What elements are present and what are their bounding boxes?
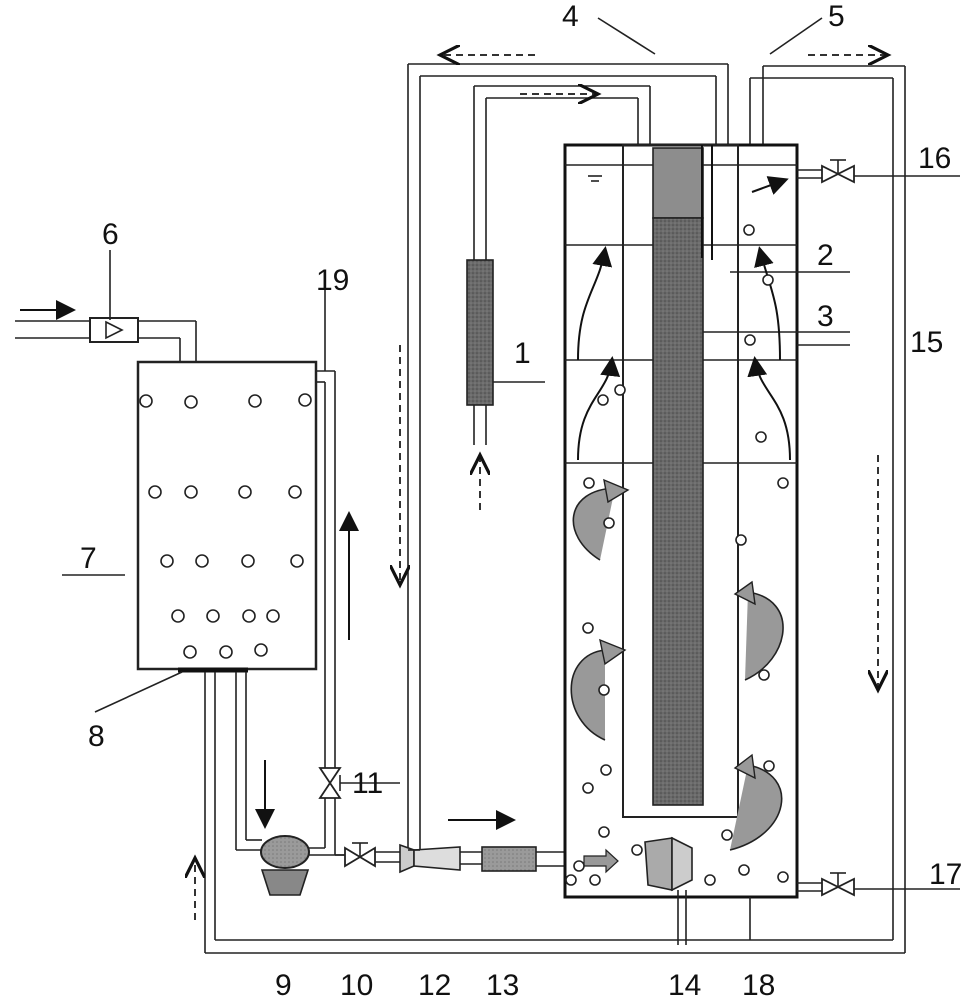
label-11: 11 [352, 767, 383, 800]
circulation-arrows [570, 478, 784, 874]
tank-7 [136, 360, 318, 671]
flowmeter-6 [89, 317, 139, 343]
labels: 1 2 3 4 5 6 7 8 9 10 11 12 13 14 15 16 1… [80, 0, 962, 999]
label-9: 9 [275, 969, 292, 999]
valve-11 [318, 767, 400, 855]
reactor-bubbles [565, 224, 789, 886]
label-16: 16 [918, 142, 951, 175]
valve-16 [797, 159, 960, 184]
label-6: 6 [102, 218, 119, 251]
label-15: 15 [910, 326, 943, 359]
pump-9 [260, 835, 345, 896]
draft-tube-15 [622, 144, 850, 818]
label-3: 3 [817, 300, 834, 333]
pump-suction-pipe [235, 672, 275, 851]
label-19: 19 [316, 264, 349, 297]
label-10: 10 [340, 969, 373, 999]
diffuser-8 [94, 667, 248, 713]
label-17: 17 [929, 858, 962, 891]
label-18: 18 [742, 969, 775, 999]
element-13 [448, 810, 565, 872]
leader-lines [62, 17, 823, 940]
label-13: 13 [486, 969, 519, 999]
valve-17 [797, 872, 960, 897]
inlet-pipe [15, 300, 197, 362]
reactor-flow-arrows [577, 145, 791, 461]
label-1: 1 [514, 337, 531, 370]
valve-10 [335, 842, 400, 868]
ejector-12 [399, 843, 482, 874]
label-5: 5 [828, 0, 845, 33]
electrode-3 [652, 147, 850, 806]
tank-bubbles [139, 393, 312, 659]
outer-recirculation-loop [195, 55, 906, 954]
label-2: 2 [817, 239, 834, 272]
label-8: 8 [88, 720, 105, 753]
gas-return-pipe-4 [400, 55, 729, 850]
element-1 [466, 259, 545, 406]
label-7: 7 [80, 542, 97, 575]
return-pipe-19 [316, 355, 359, 768]
label-14: 14 [668, 969, 701, 999]
label-12: 12 [418, 969, 451, 999]
label-4: 4 [562, 0, 579, 33]
impeller-14 [644, 836, 693, 945]
